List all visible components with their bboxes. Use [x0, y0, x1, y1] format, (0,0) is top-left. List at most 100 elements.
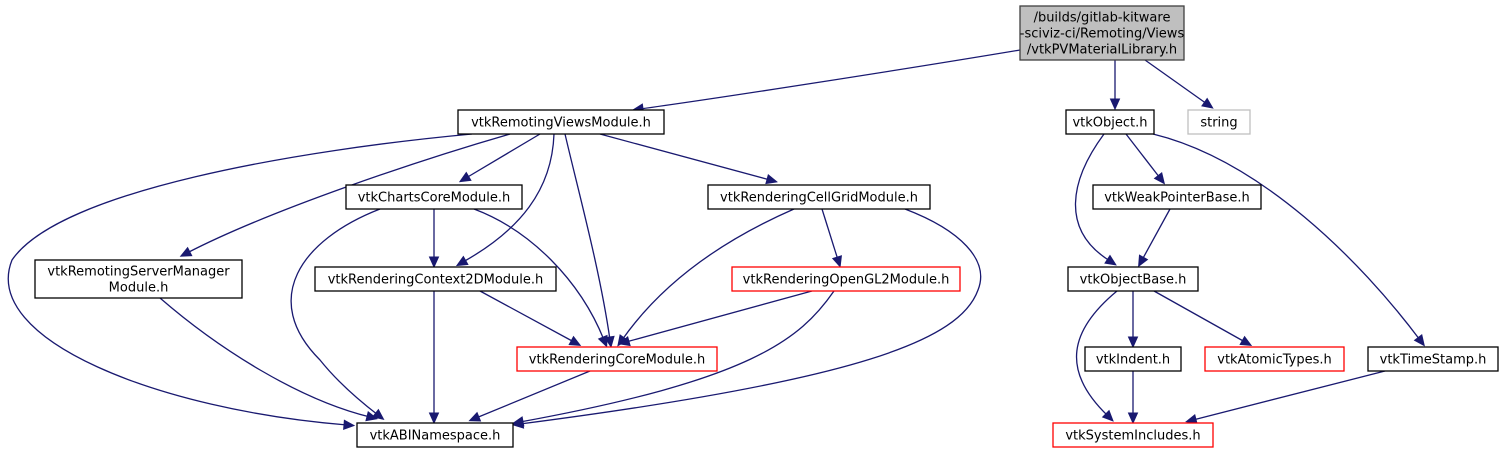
edge-remotingViews-to-renderingCore: [564, 133, 615, 349]
node-box: [314, 266, 557, 292]
edge-remotingViews-to-chartsCore: [458, 133, 541, 183]
node-string: string: [1187, 109, 1251, 135]
node-indent[interactable]: vtkIndent.h: [1084, 346, 1182, 372]
edge-line: [1144, 59, 1208, 105]
edge-remotingViews-to-context2D: [455, 133, 555, 267]
edge-root-to-remotingViews: [631, 49, 1021, 114]
node-remotingViews[interactable]: vtkRemotingViewsModule.h: [457, 109, 665, 135]
node-vtkObject[interactable]: vtkObject.h: [1065, 109, 1155, 135]
arrowhead-icon: [179, 246, 193, 257]
arrowhead-icon: [371, 408, 385, 421]
node-chartsCore[interactable]: vtkChartsCoreModule.h: [345, 184, 523, 210]
edge-line: [290, 208, 381, 416]
node-label: vtkRenderingCoreModule.h: [529, 353, 705, 368]
edge-line: [473, 208, 605, 341]
node-label: vtkRenderingCellGridModule.h: [720, 191, 918, 206]
edge-line: [1074, 133, 1111, 262]
node-box: [1084, 346, 1182, 372]
node-box: [1092, 184, 1262, 210]
arrowhead-icon: [568, 335, 582, 346]
edge-line: [639, 49, 1021, 110]
node-box: [1367, 346, 1499, 372]
node-root[interactable]: /builds/gitlab-kitware-sciviz-ci/Remotin…: [1019, 5, 1185, 61]
arrowhead-icon: [1201, 97, 1214, 109]
edge-chartsCore-to-context2D: [428, 209, 440, 269]
edge-root-to-string: [1144, 59, 1214, 109]
edge-weakPtr-to-objectBase: [1138, 208, 1171, 268]
node-cellGrid[interactable]: vtkRenderingCellGridModule.h: [707, 184, 931, 210]
arrowhead-icon: [765, 173, 778, 185]
node-label: vtkChartsCoreModule.h: [358, 191, 511, 206]
node-label: vtkRemotingViewsModule.h: [471, 116, 651, 131]
edge-line: [479, 290, 575, 343]
edge-timeStamp-to-systemIncludes: [1185, 370, 1386, 425]
node-box: [356, 422, 514, 448]
arrowhead-icon: [1239, 335, 1253, 347]
edge-cellGrid-to-abiNamespace: [511, 208, 982, 429]
node-box: [345, 184, 523, 210]
edge-line: [159, 297, 371, 418]
edge-vtkObject-to-timeStamp: [1152, 133, 1425, 347]
edge-chartsCore-to-renderingCore: [473, 208, 608, 348]
node-box: [1204, 346, 1345, 372]
arrowhead-icon: [1127, 412, 1139, 425]
node-box: [1019, 5, 1185, 61]
node-abiNamespace[interactable]: vtkABINamespace.h: [356, 422, 514, 448]
node-weakPtr[interactable]: vtkWeakPointerBase.h: [1092, 184, 1262, 210]
node-box: [1187, 109, 1251, 135]
edge-line: [599, 133, 771, 181]
node-label: vtkWeakPointerBase.h: [1104, 191, 1250, 206]
edge-objectBase-to-atomicTypes: [1153, 290, 1253, 347]
node-box: [34, 259, 243, 299]
node-systemIncludes[interactable]: vtkSystemIncludes.h: [1052, 422, 1214, 448]
edge-renderingCore-to-abiNamespace: [468, 370, 591, 422]
node-label: vtkRemotingServerManager: [47, 265, 230, 280]
node-timeStamp[interactable]: vtkTimeStamp.h: [1367, 346, 1499, 372]
node-label: vtkRenderingContext2DModule.h: [328, 273, 544, 288]
edge-cellGrid-to-openGL2: [821, 208, 842, 268]
nodes-layer: /builds/gitlab-kitware-sciviz-ci/Remotin…: [34, 5, 1499, 448]
node-label: string: [1200, 116, 1237, 131]
node-objectBase[interactable]: vtkObjectBase.h: [1067, 266, 1199, 292]
edge-objectBase-to-systemIncludes: [1075, 290, 1118, 422]
arrowhead-icon: [1153, 172, 1166, 185]
edge-line: [625, 290, 813, 343]
node-openGL2[interactable]: vtkRenderingOpenGL2Module.h: [731, 266, 961, 292]
edge-line: [462, 133, 555, 263]
arrowhead-icon: [1185, 414, 1198, 425]
node-box: [516, 346, 718, 372]
node-box: [1067, 266, 1199, 292]
node-box: [1052, 422, 1214, 448]
node-label: /builds/gitlab-kitware: [1034, 11, 1171, 26]
node-renderingCore[interactable]: vtkRenderingCoreModule.h: [516, 346, 718, 372]
edge-line: [1192, 370, 1386, 421]
node-label: vtkAtomicTypes.h: [1217, 353, 1331, 368]
node-label: -sciviz-ci/Remoting/Views: [1020, 27, 1185, 42]
edge-vtkObject-to-objectBase: [1074, 133, 1117, 266]
node-context2D[interactable]: vtkRenderingContext2DModule.h: [314, 266, 557, 292]
arrowhead-icon: [458, 171, 472, 183]
arrowhead-icon: [1127, 336, 1139, 349]
edge-line: [564, 133, 611, 341]
arrowhead-icon: [428, 412, 440, 425]
edge-vtkObject-to-weakPtr: [1125, 133, 1166, 185]
arrowhead-icon: [597, 334, 608, 348]
edge-openGL2-to-abiNamespace: [511, 290, 835, 427]
node-box: [457, 109, 665, 135]
edge-line: [475, 370, 591, 419]
edge-openGL2-to-renderingCore: [618, 290, 813, 347]
node-label: vtkObjectBase.h: [1080, 273, 1187, 288]
arrowhead-icon: [618, 335, 631, 347]
node-label: vtkSystemIncludes.h: [1065, 429, 1200, 444]
edge-remotingViews-to-abiNamespace: [7, 133, 473, 430]
node-label: vtkABINamespace.h: [370, 429, 501, 444]
edge-line: [7, 133, 473, 426]
arrowhead-icon: [1413, 334, 1425, 347]
node-atomicTypes[interactable]: vtkAtomicTypes.h: [1204, 346, 1345, 372]
edge-line: [1125, 133, 1161, 179]
edge-root-to-vtkObject: [1109, 60, 1121, 111]
arrowhead-icon: [343, 419, 356, 430]
arrowhead-icon: [365, 411, 378, 422]
edge-line: [519, 290, 835, 423]
